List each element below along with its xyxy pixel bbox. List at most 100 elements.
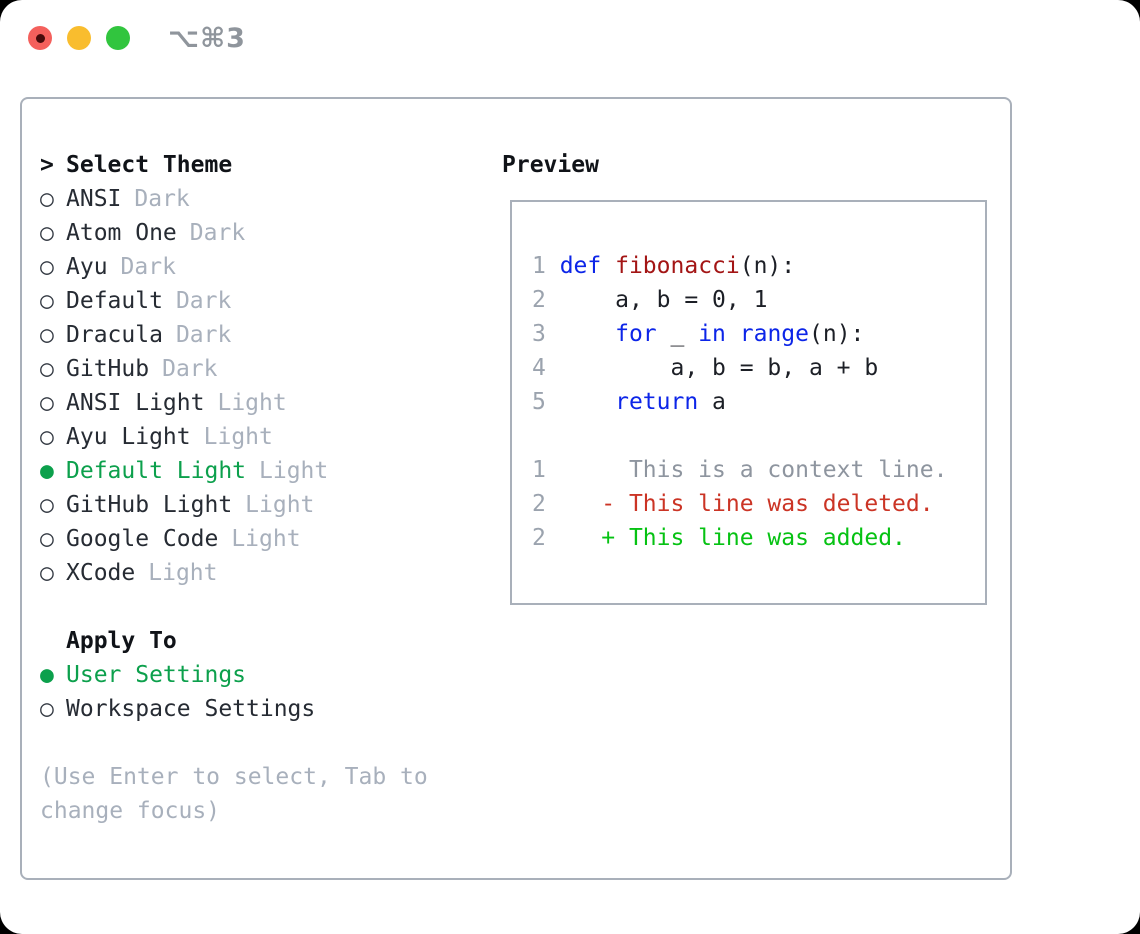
line-number: 3 [532, 321, 560, 347]
theme-option[interactable]: ○ ANSI Dark [40, 182, 502, 216]
theme-option[interactable]: ○ ANSI Light Light [40, 386, 502, 420]
theme-name: Google Code [66, 526, 219, 552]
code-token: _ [656, 321, 699, 347]
theme-name: GitHub Light [66, 492, 233, 518]
radio-icon: ○ [40, 696, 54, 722]
code-token: (n): [809, 321, 865, 347]
apply-to-header: Apply To [40, 624, 502, 658]
theme-name: GitHub [66, 356, 150, 382]
code-token: a [698, 389, 726, 415]
radio-icon: ○ [40, 254, 54, 280]
radio-icon: ○ [40, 288, 54, 314]
close-button[interactable] [28, 26, 52, 50]
line-number: 1 [532, 253, 560, 279]
theme-name: XCode [66, 560, 136, 586]
theme-variant-badge: Dark [120, 254, 176, 280]
code-token [560, 389, 615, 415]
code-token: in [698, 321, 726, 347]
code-line: 1 def fibonacci(n): [532, 249, 985, 283]
code-line: 4 a, b = b, a + b [532, 351, 985, 385]
code-token: def [559, 253, 602, 279]
line-number: 2 [532, 491, 560, 517]
theme-option[interactable]: ○ XCode Light [40, 556, 502, 590]
radio-icon: ○ [40, 424, 54, 450]
theme-option[interactable]: ○ Atom One Dark [40, 216, 502, 250]
line-number: 2 [532, 525, 560, 551]
theme-name: Dracula [66, 322, 163, 348]
code-token: + This line was added. [559, 525, 906, 551]
theme-name: Ayu Light [66, 424, 191, 450]
line-number: 2 [532, 287, 560, 313]
code-token: return [615, 389, 699, 415]
theme-option[interactable]: ○ Ayu Light Light [40, 420, 502, 454]
radio-icon: ○ [40, 560, 54, 586]
theme-option[interactable]: ○ Ayu Dark [40, 250, 502, 284]
radio-icon: ○ [40, 322, 54, 348]
theme-variant-badge: Dark [189, 220, 246, 246]
radio-icon: ○ [40, 390, 54, 416]
minimize-button[interactable] [67, 26, 91, 50]
spacer [40, 726, 502, 760]
apply-to-option[interactable]: ● User Settings [40, 658, 502, 692]
code-token: a, b = 0, 1 [559, 287, 768, 313]
apply-to-option[interactable]: ○ Workspace Settings [40, 692, 502, 726]
theme-option[interactable]: ○ Dracula Dark [40, 318, 502, 352]
theme-variant-badge: Dark [175, 288, 232, 314]
theme-variant-badge: Light [245, 492, 315, 518]
theme-variant-badge: Dark [175, 322, 232, 348]
theme-variant-badge: Dark [162, 356, 218, 382]
theme-name: ANSI [66, 186, 122, 212]
code-line: 3 for _ in range(n): [532, 317, 985, 351]
theme-name: Ayu [66, 254, 108, 280]
code-line: 2 a, b = 0, 1 [532, 283, 985, 317]
keyboard-hint: (Use Enter to select, Tab to change focus… [40, 760, 502, 828]
code-token [726, 321, 740, 347]
theme-variant-badge: Light [231, 526, 301, 552]
theme-list-title: Select Theme [66, 152, 233, 178]
theme-name: ANSI Light [66, 390, 205, 416]
theme-option[interactable]: ○ Google Code Light [40, 522, 502, 556]
code-token: fibonacci [615, 253, 740, 279]
theme-option[interactable]: ○ Default Dark [40, 284, 502, 318]
code-line [532, 419, 985, 453]
theme-option[interactable]: ○ GitHub Light Light [40, 488, 502, 522]
theme-name: Atom One [66, 220, 177, 246]
theme-variant-badge: Light [148, 560, 218, 586]
code-token: (n): [739, 253, 796, 279]
code-token: for [615, 321, 657, 347]
code-token: This is a context line. [559, 457, 948, 483]
preview-column: Preview 1 def fibonacci(n):2 a, b = 0, 1… [502, 148, 1010, 878]
radio-selected-icon: ● [40, 662, 54, 688]
line-number: 4 [532, 355, 560, 381]
zoom-button[interactable] [106, 26, 130, 50]
preview-title: Preview [502, 152, 599, 178]
spacer [40, 590, 502, 624]
line-number: 5 [532, 389, 560, 415]
hint-text: (Use Enter to select, Tab to [40, 764, 428, 790]
radio-icon: ○ [40, 220, 54, 246]
apply-to-title: Apply To [66, 628, 177, 654]
code-line: 2 - This line was deleted. [532, 487, 985, 521]
code-token: a, b = b, a + b [559, 355, 879, 381]
theme-variant-badge: Light [217, 390, 287, 416]
code-token: - This line was deleted. [559, 491, 934, 517]
radio-icon: ○ [40, 526, 54, 552]
theme-variant-badge: Dark [134, 186, 190, 212]
apply-to-label: Workspace Settings [66, 696, 316, 722]
apply-to-label: User Settings [66, 662, 247, 688]
titlebar: ⌥⌘3 [28, 23, 246, 54]
radio-icon: ○ [40, 186, 54, 212]
theme-name: Default Light [66, 458, 247, 484]
theme-name: Default [66, 288, 163, 314]
code-token [601, 253, 615, 279]
theme-variant-badge: Light [203, 424, 273, 450]
hint-text: change focus) [40, 798, 221, 824]
radio-icon: ○ [40, 492, 54, 518]
code-line: 2 + This line was added. [532, 521, 985, 555]
